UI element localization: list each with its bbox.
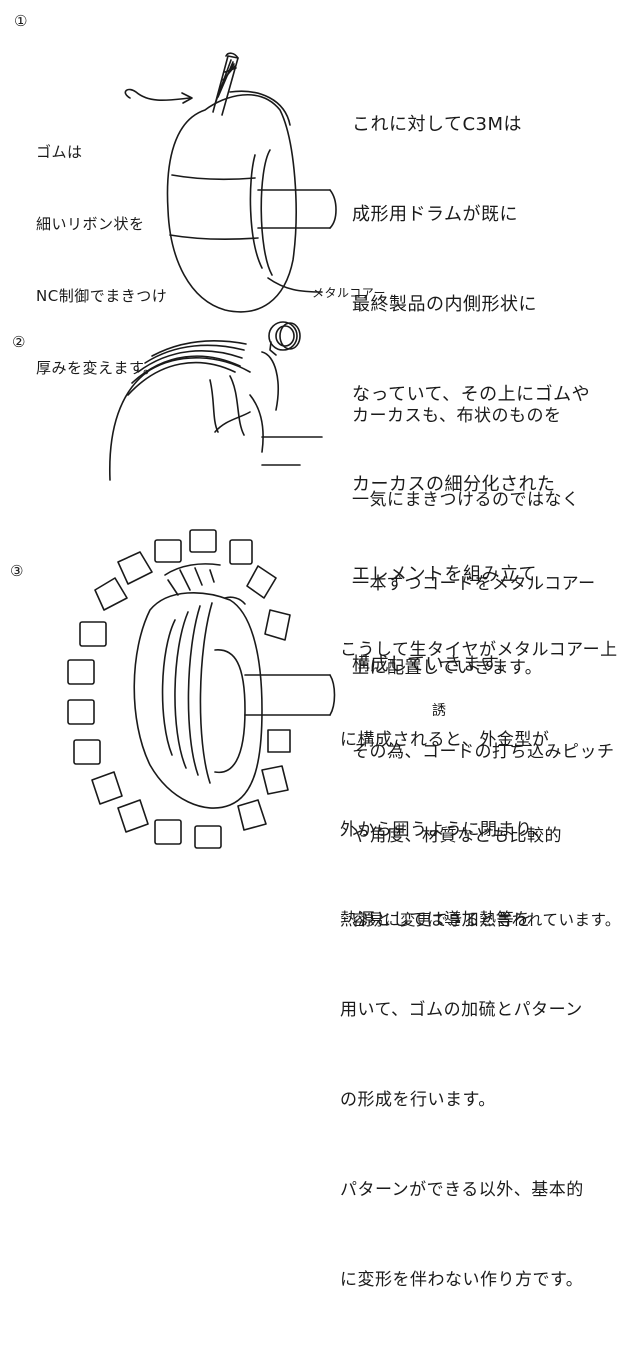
section-1-text: これに対してC3Mは 成形用ドラムが既に 最終製品の内側形状に なっていて、その… — [352, 114, 591, 675]
tire-drum-drawing — [124, 52, 337, 313]
carcass-drawing — [108, 321, 323, 481]
metal-core-label: メタルコアー — [312, 286, 387, 300]
section-number-3: ③ — [10, 562, 24, 580]
mold-drawing — [67, 529, 336, 849]
section-number-1: ① — [14, 12, 28, 30]
section-3-text: こうして生タイヤがメタルコアー上 に構成されると、外金型が 外から囲うように閉ま… — [340, 640, 618, 1290]
manuscript-page: ① ② ③ — [10, 12, 620, 1290]
illustrations — [67, 52, 337, 849]
section-number-2: ② — [12, 333, 26, 351]
ribbon-annotation: ゴムは 細いリボン状を NC制御でまきつけ 厚みを変えます。 — [36, 143, 168, 377]
correction-note: 誘 — [432, 703, 447, 719]
